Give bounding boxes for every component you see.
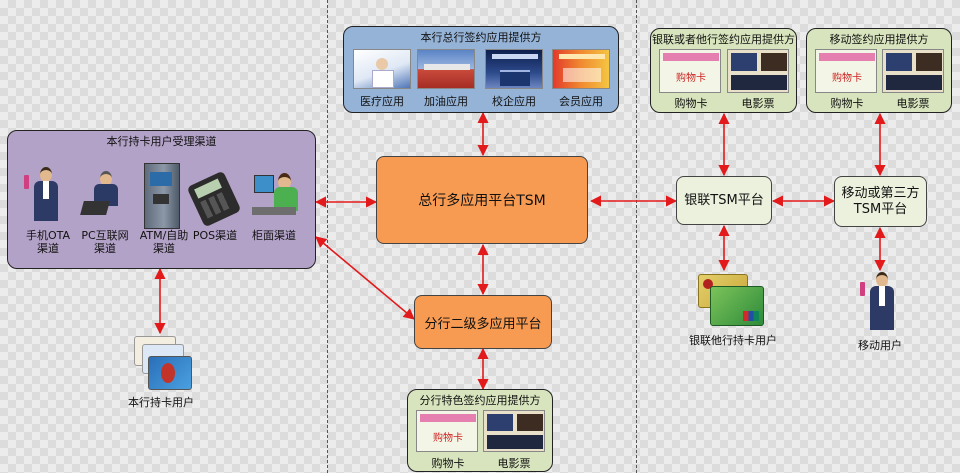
unionpay-cards-image — [698, 274, 768, 328]
movie-ticket-label: 电影票 — [896, 97, 930, 110]
channels-title: 本行持卡用户受理渠道 — [106, 135, 217, 148]
shopping-card-image: 购物卡 — [659, 49, 721, 93]
shopping-card-label: 购物卡 — [830, 97, 864, 110]
channel-counter-label: 柜面渠道 — [252, 229, 296, 242]
branch-providers-panel: 分行特色签约应用提供方 购物卡 购物卡 电影票 — [407, 389, 553, 472]
mobile-tsm-node: 移动或第三方 TSM平台 — [834, 176, 927, 227]
pc-internet-person-icon — [80, 171, 130, 221]
shopping-card-label: 购物卡 — [674, 97, 708, 110]
campus-app-image — [485, 49, 543, 89]
mobile-user-person-icon — [858, 272, 902, 332]
shopping-card-image: 购物卡 — [815, 49, 877, 93]
movie-ticket-label: 电影票 — [741, 97, 775, 110]
channel-pc-internet-label: PC互联网 渠道 — [81, 229, 129, 255]
shopping-card-text: 购物卡 — [832, 73, 862, 84]
mobile-providers-panel: 移动签约应用提供方 购物卡 购物卡 电影票 — [806, 28, 952, 113]
channel-mobile-ota-label: 手机OTA 渠道 — [25, 229, 71, 255]
unionpay-providers-title: 银联或者他行签约应用提供方 — [652, 33, 795, 46]
mobile-providers-title: 移动签约应用提供方 — [829, 33, 929, 46]
branch-providers-title: 分行特色签约应用提供方 — [419, 394, 541, 407]
medical-app-image — [353, 49, 411, 89]
hq-tsm-node: 总行多应用平台TSM — [376, 156, 588, 244]
unionpay-tsm-node: 银联TSM平台 — [676, 176, 772, 225]
fuel-app-image — [417, 49, 475, 89]
counter-person-icon — [252, 171, 300, 221]
mobile-user-label: 移动用户 — [858, 339, 902, 352]
mobile-ota-person-icon — [24, 167, 68, 225]
shopping-card-image: 购物卡 — [416, 410, 478, 452]
mobile-tsm-label: 移动或第三方 TSM平台 — [841, 185, 920, 217]
channel-atm-label: ATM/自助 渠道 — [139, 229, 189, 255]
shopping-card-label: 购物卡 — [431, 457, 465, 470]
branch-platform-node: 分行二级多应用平台 — [414, 295, 552, 349]
hq-providers-panel: 本行总行签约应用提供方 医疗应用 加油应用 校企应用 会员应用 — [343, 26, 619, 113]
channel-pos-label: POS渠道 — [192, 229, 238, 242]
movie-ticket-image — [483, 410, 545, 452]
arrow-channels-branch — [315, 236, 415, 320]
campus-app-label: 校企应用 — [492, 95, 536, 108]
movie-ticket-label: 电影票 — [497, 457, 531, 470]
atm-icon — [144, 163, 180, 229]
movie-ticket-image — [727, 49, 789, 93]
hq-providers-title: 本行总行签约应用提供方 — [420, 31, 542, 44]
branch-platform-label: 分行二级多应用平台 — [424, 316, 542, 332]
unionpay-tsm-label: 银联TSM平台 — [684, 192, 764, 208]
member-app-label: 会员应用 — [559, 95, 603, 108]
right-separator — [636, 0, 637, 473]
hq-tsm-label: 总行多应用平台TSM — [418, 193, 546, 209]
unionpay-providers-panel: 银联或者他行签约应用提供方 购物卡 购物卡 电影票 — [650, 28, 797, 113]
shopping-card-text: 购物卡 — [433, 433, 463, 444]
bank-cards-image — [134, 336, 194, 392]
fuel-app-label: 加油应用 — [424, 95, 468, 108]
pos-terminal-icon — [186, 170, 242, 228]
movie-ticket-image — [882, 49, 944, 93]
channels-panel: 本行持卡用户受理渠道 手机OTA 渠道 PC互联网 渠道 ATM/自助 渠道 P… — [7, 130, 316, 269]
unionpay-cardholder-label: 银联他行持卡用户 — [689, 334, 777, 347]
bank-cardholder-label: 本行持卡用户 — [128, 396, 194, 409]
medical-app-label: 医疗应用 — [360, 95, 404, 108]
member-app-image — [552, 49, 610, 89]
shopping-card-text: 购物卡 — [676, 73, 706, 84]
